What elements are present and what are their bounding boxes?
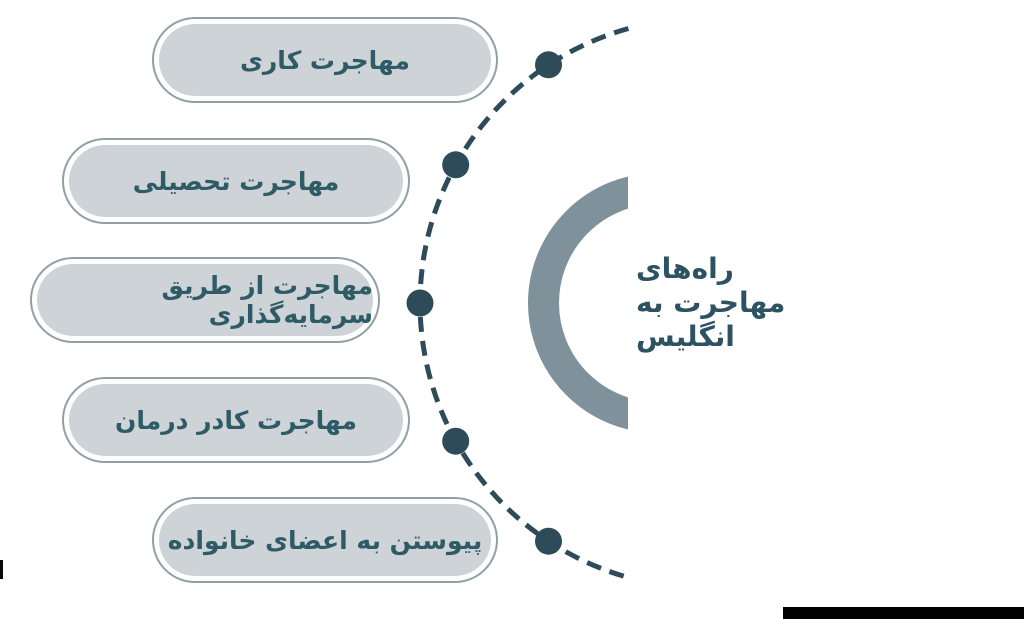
pill-work-migration-label: مهاجرت کاری (159, 24, 491, 96)
dashed-arc (417, 26, 630, 580)
diagram-title: راه‌های مهاجرت به انگلیس (636, 252, 786, 353)
pill-investment-migration-label: مهاجرت از طریق سرمایه‌گذاری (37, 264, 373, 336)
connector-dot-3 (406, 289, 434, 317)
pill-work-migration: مهاجرت کاری (152, 17, 498, 103)
pill-medical-staff-migration: مهاجرت کادر درمان (62, 377, 410, 463)
pill-family-reunion: پیوستن به اعضای خانواده (152, 497, 498, 583)
bottom-right-black-bar (783, 607, 1024, 619)
pill-medical-staff-migration-label: مهاجرت کادر درمان (69, 384, 403, 456)
center-ring (528, 176, 628, 430)
pill-study-migration-label: مهاجرت تحصیلی (69, 145, 403, 217)
pill-family-reunion-label: پیوستن به اعضای خانواده (159, 504, 491, 576)
connector-dot-1 (535, 51, 562, 79)
connector-dot-5 (535, 527, 562, 555)
left-edge-mark (0, 560, 3, 579)
connector-dot-2 (442, 151, 470, 179)
pill-study-migration: مهاجرت تحصیلی (62, 138, 410, 224)
connector-dot-4 (442, 427, 470, 455)
pill-investment-migration: مهاجرت از طریق سرمایه‌گذاری (30, 257, 380, 343)
